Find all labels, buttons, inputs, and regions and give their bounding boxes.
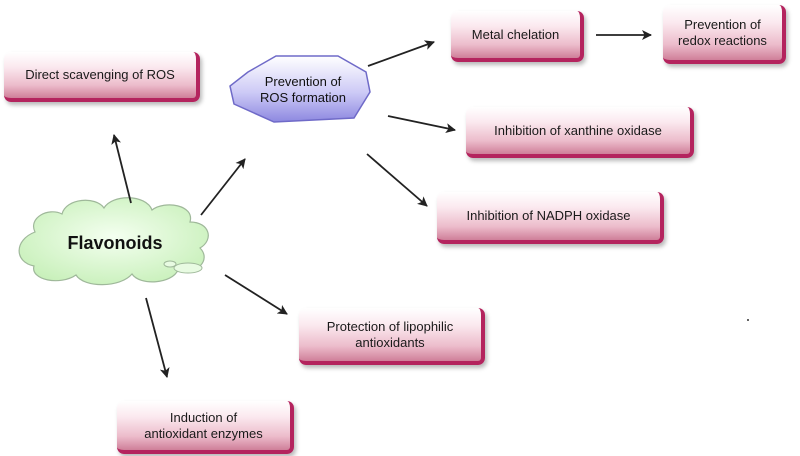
enzyme-induction-box: Induction of antioxidant enzymes — [117, 401, 294, 454]
flavonoids-cloud-shape — [18, 197, 209, 286]
ros-prevention-label: Prevention of ROS formation — [260, 74, 346, 105]
arrow-to-ros-prevention — [200, 158, 246, 216]
flavonoids-label: Flavonoids — [67, 232, 163, 253]
arrow-to-direct-scavenging — [111, 134, 132, 204]
ros-prevention-octagon-shape — [229, 55, 371, 123]
nadph-inhibition-box: Inhibition of NADPH oxidase — [437, 192, 664, 244]
metal-chelation-box: Metal chelation — [451, 11, 584, 62]
stray-dot — [747, 319, 749, 321]
arrow-to-enzyme-induction — [145, 297, 170, 378]
arrow-to-xanthine-inhibition — [387, 115, 456, 134]
arrow-to-nadph-inhibition — [366, 153, 428, 207]
direct-scavenging-box: Direct scavenging of ROS — [4, 52, 200, 102]
arrow-to-metal-chelation — [367, 40, 435, 67]
arrow-to-lipophilic-protection — [224, 274, 288, 315]
xanthine-inhibition-box: Inhibition of xanthine oxidase — [466, 107, 694, 158]
lipophilic-protection-box: Protection of lipophilic antioxidants — [299, 308, 485, 365]
redox-prevention-box: Prevention of redox reactions — [663, 5, 786, 64]
